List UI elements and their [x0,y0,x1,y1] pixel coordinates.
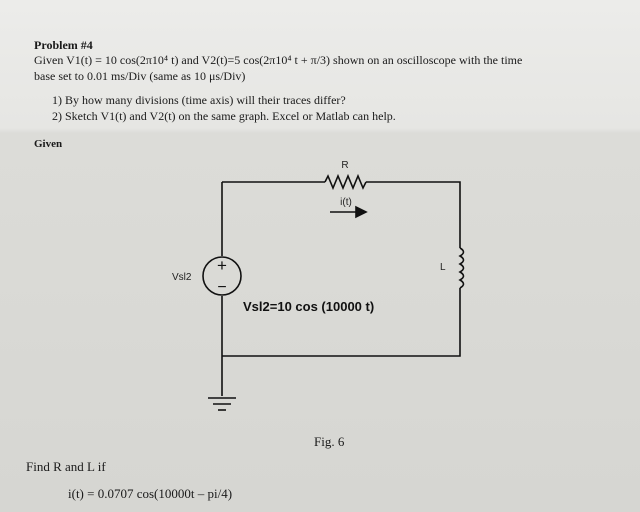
source-plus-sign: + [217,256,227,275]
given-heading: Given [34,138,63,150]
source-minus-sign: − [217,279,226,296]
inductor-symbol [458,247,465,289]
wire-right-bottom [222,288,461,357]
resistor-symbol [324,173,367,191]
find-instruction: Find R and L if [26,459,106,474]
problem-statement-line-1: Given V1(t) = 10 cos(2π10⁴ t) and V2(t)=… [34,53,523,67]
current-arrow [330,205,368,219]
wire-top-right [366,181,461,248]
source-equation: Vsl2=10 cos (10000 t) [243,299,374,314]
current-label: i(t) [340,197,352,208]
figure-caption: Fig. 6 [314,434,345,449]
question-1: 1) By how many divisions (time axis) wil… [52,93,346,107]
voltage-source-symbol [202,256,242,296]
resistor-label: R [341,160,348,171]
current-equation: i(t) = 0.0707 cos(10000t – pi/4) [68,486,233,501]
ground-symbol [208,397,236,411]
source-label: Vsl2 [172,272,192,283]
problem-statement-line-2: base set to 0.01 ms/Div (same as 10 μs/D… [34,69,246,83]
problem-title: Problem #4 [34,38,93,52]
question-2: 2) Sketch V1(t) and V2(t) on the same gr… [52,109,396,123]
inductor-label: L [440,262,446,273]
